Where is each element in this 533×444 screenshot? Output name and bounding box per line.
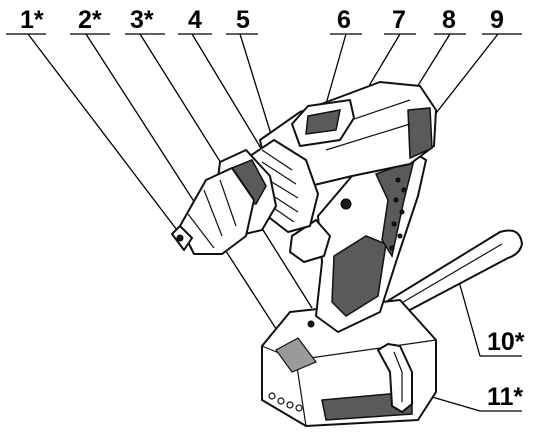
callout-3-label: 3*	[130, 6, 154, 34]
callout-7-label: 7	[392, 6, 406, 34]
callout-11-label: 11*	[487, 383, 523, 411]
direction-switch	[291, 99, 355, 147]
callout-10-label: 10*	[487, 328, 525, 356]
callout-2-label: 2*	[78, 6, 102, 34]
battery-pack	[261, 299, 437, 427]
callout-1-label: 1*	[20, 6, 44, 34]
grip-texture	[389, 177, 407, 251]
trigger-switch	[289, 219, 331, 263]
callout-4-label: 4	[188, 6, 202, 34]
callout-6-label: 6	[337, 6, 351, 34]
led-light	[340, 198, 352, 210]
drill-handle	[315, 149, 427, 333]
keyless-chuck	[171, 167, 255, 255]
callout-5-label: 5	[236, 6, 250, 34]
callout-8-label: 8	[442, 6, 456, 34]
callout-9-label: 9	[490, 6, 504, 34]
